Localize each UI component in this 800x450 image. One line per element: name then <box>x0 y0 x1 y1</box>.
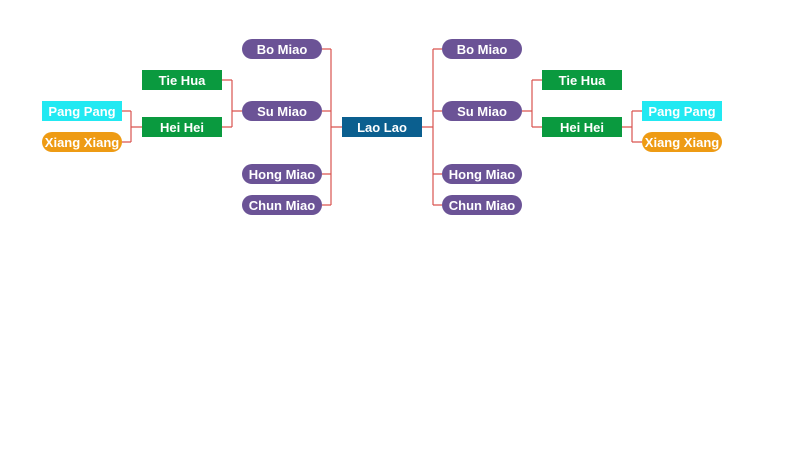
left-great-grandchild-node[interactable]: Pang Pang <box>42 101 122 121</box>
root-node[interactable]: Lao Lao <box>342 117 422 137</box>
left-child-node[interactable]: Bo Miao <box>242 39 322 59</box>
left-great-grandchild-node[interactable]: Xiang Xiang <box>42 132 122 152</box>
right-great-grandchild-node[interactable]: Pang Pang <box>642 101 722 121</box>
left-child-node[interactable]: Hong Miao <box>242 164 322 184</box>
right-grandchild-node[interactable]: Hei Hei <box>542 117 622 137</box>
right-child-node[interactable]: Bo Miao <box>442 39 522 59</box>
left-grandchild-node[interactable]: Hei Hei <box>142 117 222 137</box>
connector-root-right <box>422 48 442 206</box>
right-great-grandchild-node[interactable]: Xiang Xiang <box>642 132 722 152</box>
right-child-node[interactable]: Su Miao <box>442 101 522 121</box>
right-grandchild-node[interactable]: Tie Hua <box>542 70 622 90</box>
connector-right-hei-hei <box>622 110 642 143</box>
connector-right-su-miao <box>522 79 542 128</box>
right-child-node[interactable]: Chun Miao <box>442 195 522 215</box>
connector-left-hei-hei <box>122 110 142 143</box>
left-child-node[interactable]: Su Miao <box>242 101 322 121</box>
connector-left-su-miao <box>222 79 242 128</box>
connector-root-left <box>322 48 342 206</box>
left-child-node[interactable]: Chun Miao <box>242 195 322 215</box>
left-grandchild-node[interactable]: Tie Hua <box>142 70 222 90</box>
right-child-node[interactable]: Hong Miao <box>442 164 522 184</box>
